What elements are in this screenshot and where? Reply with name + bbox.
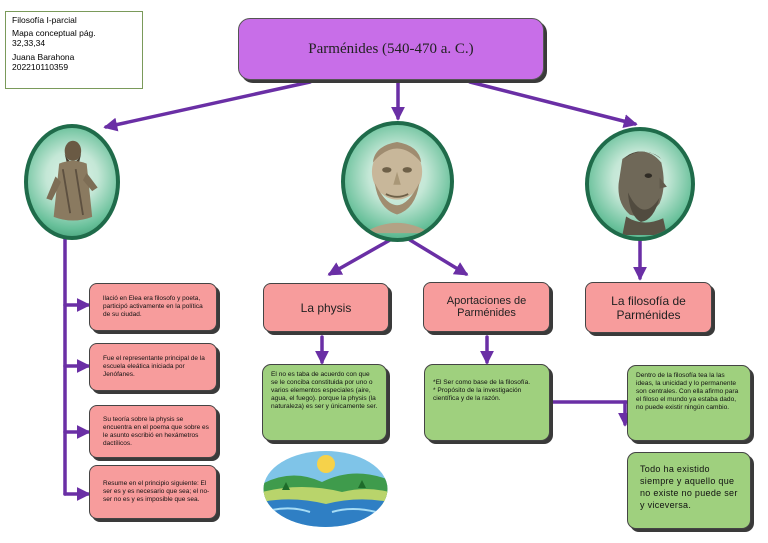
heading-filosofia: La filosofía de Parménides: [585, 282, 712, 333]
parmenides-bust-icon: [341, 121, 454, 242]
bio-item: Su teoría sobre la physis se encuentra e…: [89, 405, 217, 458]
bio-item: Resume en el principio siguiente: El ser…: [89, 465, 217, 519]
heading-filosofia-label: La filosofía de Parménides: [611, 293, 686, 322]
heading-aportaciones: Aportaciones de Parménides: [423, 282, 550, 332]
philosopher-statue-icon: [24, 124, 120, 240]
aportaciones-note: *El Ser como base de la filosofía. * Pro…: [424, 364, 550, 441]
heading-la-physis: La physis: [263, 283, 389, 332]
filosofia-note-ideas: Dentro de la filosofía tea la las ideas,…: [627, 365, 751, 441]
filosofia-note-ideas-text: Dentro de la filosofía tea la las ideas,…: [636, 372, 739, 411]
physis-note: El no es taba de acuerdo con que se le c…: [262, 364, 387, 441]
info-pages: 32,33,34: [12, 38, 46, 48]
bio-item-text: llació en Elea era filosofo y poeta, par…: [103, 295, 203, 318]
bio-item-text: Su teoría sobre la physis se encuentra e…: [103, 415, 209, 447]
aportaciones-note-text: *El Ser como base de la filosofía. * Pro…: [433, 379, 531, 402]
physis-note-text: El no es taba de acuerdo con que se le c…: [271, 371, 378, 410]
info-student-id: 202210110359: [12, 62, 69, 72]
bio-item-text: Resume en el principio siguiente: El ser…: [103, 480, 210, 503]
student-info-box: Filosofía I-parcial Mapa conceptual pág.…: [5, 11, 143, 89]
heading-aportaciones-label: Aportaciones de Parménides: [446, 295, 527, 319]
bio-item: llació en Elea era filosofo y poeta, par…: [89, 283, 217, 331]
main-title-box: Parménides (540-470 a. C.): [238, 18, 544, 80]
bio-item-text: Fue el representante principal de la esc…: [103, 355, 205, 378]
info-course: Filosofía I-parcial: [12, 15, 77, 25]
main-title: Parménides (540-470 a. C.): [308, 40, 474, 57]
bio-item: Fue el representante principal de la esc…: [89, 343, 217, 391]
philosopher-head-icon: [585, 127, 695, 241]
heading-la-physis-label: La physis: [300, 300, 352, 315]
info-student-name: Juana Barahona: [12, 52, 75, 62]
nature-landscape-icon: [262, 450, 389, 528]
filosofia-note-existence-text: Todo ha existido siempre y aquello que n…: [640, 464, 738, 510]
filosofia-note-existence: Todo ha existido siempre y aquello que n…: [627, 452, 751, 529]
info-assignment: Mapa conceptual pág.: [12, 28, 96, 38]
